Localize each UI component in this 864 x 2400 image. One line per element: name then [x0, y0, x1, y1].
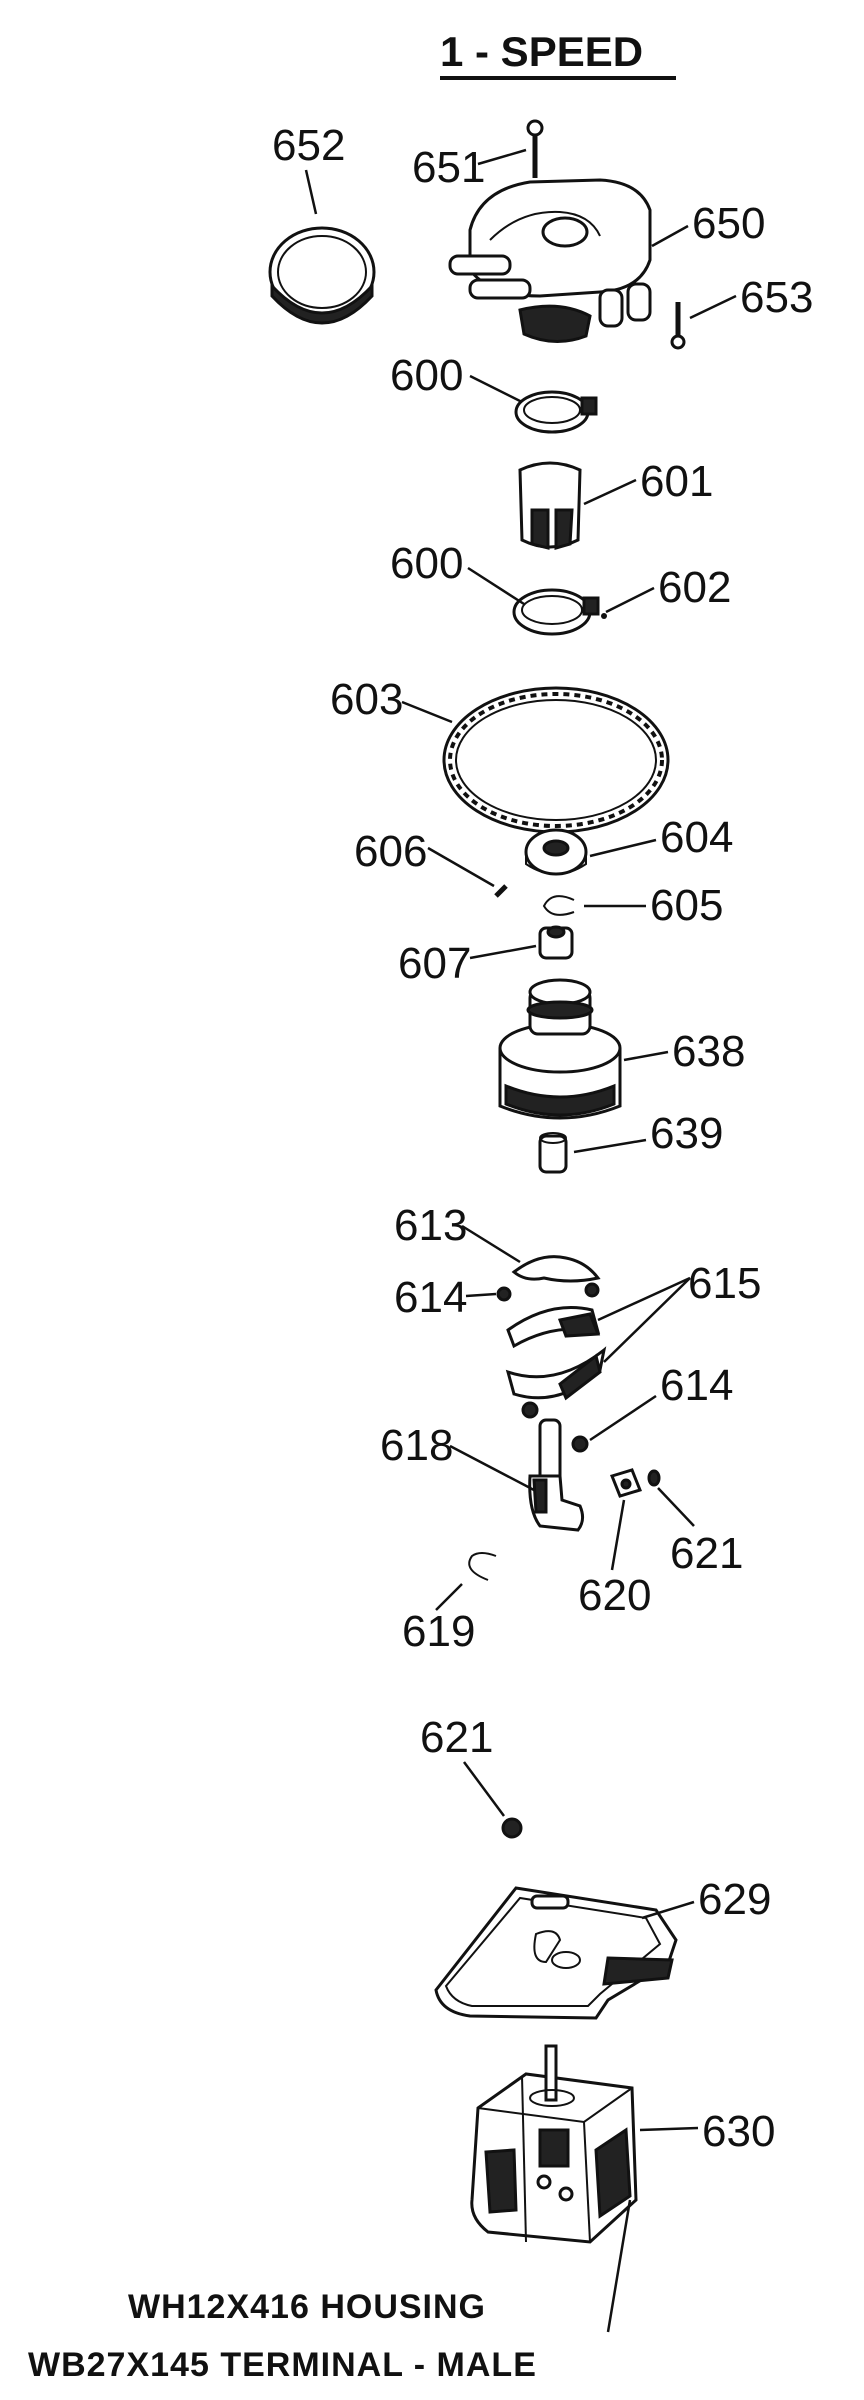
- leader-614-bottom: [589, 1394, 657, 1442]
- label-653: 653: [740, 273, 813, 322]
- leader-652: [304, 169, 318, 215]
- label-615: 615: [688, 1259, 761, 1308]
- label-614-bottom: 614: [660, 1361, 733, 1410]
- leader-630: [639, 2126, 699, 2132]
- label-607: 607: [398, 939, 471, 988]
- part-651-screw: [526, 119, 544, 178]
- leader-615-b: [603, 1277, 691, 1363]
- label-638: 638: [672, 1027, 745, 1076]
- part-638-drum: [498, 978, 622, 1120]
- leader-601: [583, 478, 637, 506]
- leader-613: [461, 1224, 521, 1264]
- leader-notes: [606, 2199, 632, 2333]
- label-620: 620: [578, 1571, 651, 1620]
- part-639-sleeve: [538, 1132, 568, 1174]
- leader-651: [477, 148, 527, 166]
- part-653-bolt: [670, 302, 686, 350]
- label-600-bottom: 600: [390, 539, 463, 588]
- part-614-nut-left: [496, 1286, 512, 1302]
- part-603-belt: [442, 686, 670, 834]
- part-600-clamp-top: [514, 390, 598, 434]
- label-630: 630: [702, 2107, 775, 2156]
- label-603: 603: [330, 675, 403, 724]
- leader-602: [605, 586, 655, 614]
- part-607-bushing: [538, 925, 574, 960]
- leader-629: [641, 1900, 695, 1920]
- part-621-nut: [647, 1469, 661, 1487]
- part-630-motor: [470, 2044, 638, 2244]
- label-604: 604: [660, 813, 733, 862]
- part-602-pin: [601, 613, 607, 619]
- leader-653: [689, 294, 737, 320]
- leader-621-lower: [462, 1761, 506, 1817]
- leader-619: [435, 1583, 463, 1611]
- label-614-top: 614: [394, 1273, 467, 1322]
- part-613-plate: [511, 1255, 601, 1283]
- part-650-housing: [448, 178, 652, 344]
- label-621-lower: 621: [420, 1713, 493, 1762]
- label-652: 652: [272, 121, 345, 170]
- label-606: 606: [354, 827, 427, 876]
- label-605: 605: [650, 881, 723, 930]
- label-621-right: 621: [670, 1529, 743, 1578]
- part-629-plate: [434, 1886, 678, 2020]
- label-629: 629: [698, 1875, 771, 1924]
- leader-603: [401, 700, 453, 724]
- leader-614-top: [465, 1292, 497, 1298]
- part-605-clip: [542, 895, 575, 916]
- note-terminal: WB27X145 TERMINAL - MALE: [28, 2346, 537, 2384]
- label-600-top: 600: [390, 351, 463, 400]
- part-620-plate: [609, 1468, 643, 1498]
- part-619-clip: [468, 1552, 497, 1581]
- leader-600-bottom: [467, 566, 525, 606]
- part-621-lower-nut: [501, 1817, 523, 1839]
- label-613: 613: [394, 1201, 467, 1250]
- part-614-nut-lower-left: [521, 1401, 539, 1419]
- label-639: 639: [650, 1109, 723, 1158]
- leader-615-a: [597, 1276, 691, 1322]
- leader-618: [449, 1444, 535, 1492]
- part-652-ring: [268, 226, 376, 325]
- diagram-title: 1 - SPEED: [440, 28, 643, 75]
- part-600-clamp-bottom: [512, 588, 600, 636]
- leader-620: [610, 1499, 626, 1571]
- label-601: 601: [640, 457, 713, 506]
- label-618: 618: [380, 1421, 453, 1470]
- leader-639: [573, 1138, 647, 1154]
- part-615-shoes: [505, 1306, 607, 1401]
- part-614-nut-right: [584, 1282, 600, 1298]
- leader-621-right: [657, 1487, 695, 1527]
- leader-606: [427, 846, 495, 888]
- part-614-nut-lower-right: [571, 1435, 589, 1453]
- leader-604: [589, 838, 657, 858]
- label-619: 619: [402, 1607, 475, 1656]
- leader-600-top: [469, 374, 523, 404]
- part-604-pulley: [524, 828, 588, 876]
- label-651: 651: [412, 143, 485, 192]
- leader-650: [651, 224, 689, 248]
- note-housing: WH12X416 HOUSING: [128, 2288, 486, 2326]
- label-650: 650: [692, 199, 765, 248]
- leader-607: [469, 944, 537, 960]
- part-618-actuator: [528, 1418, 585, 1532]
- part-606-key: [494, 884, 508, 898]
- part-601-coupling: [518, 461, 582, 550]
- leader-638: [623, 1050, 669, 1062]
- label-602: 602: [658, 563, 731, 612]
